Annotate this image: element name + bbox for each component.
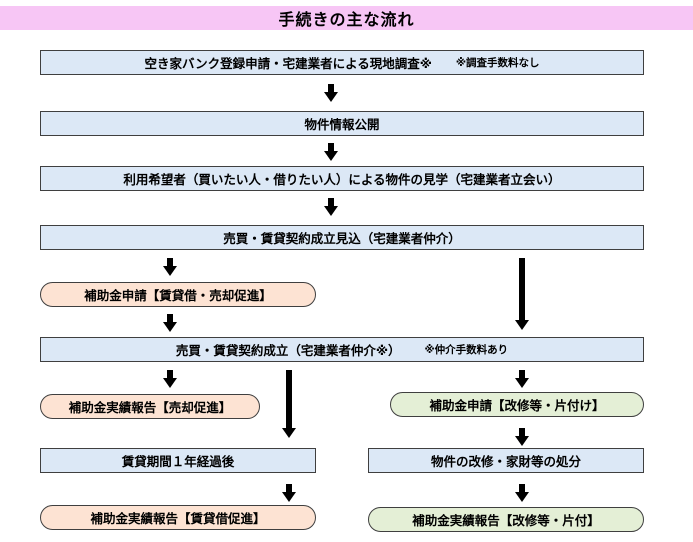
arrow-down-icon: [163, 314, 177, 332]
arrow-down-icon: [324, 143, 338, 161]
page-title: 手続きの主な流れ: [0, 6, 693, 30]
step-text: 売買・賃貸契約成立（宅建業者仲介※）: [175, 343, 401, 358]
long-arrow-down-icon: [282, 370, 296, 438]
arrow-down-icon: [324, 198, 338, 216]
step-text: 補助金申請【賃貸借・売却促進】: [84, 288, 272, 303]
step-subsidy-application-renovation: 補助金申請【改修等・片付け】: [390, 392, 644, 417]
step-contract-concluded: 売買・賃貸契約成立（宅建業者仲介※） ※仲介手数料あり: [40, 337, 644, 362]
step-text: 補助金実績報告【賃貸借促進】: [90, 511, 266, 526]
arrow-down-icon: [515, 370, 529, 388]
arrow-down-icon: [282, 484, 296, 502]
step-property-viewing: 利用希望者（買いたい人・借りたい人）による物件の見学（宅建業者立会い）: [40, 166, 644, 191]
step-vacant-house-bank-registration: 空き家バンク登録申請・宅建業者による現地調査※ ※調査手数料なし: [40, 50, 644, 75]
arrow-down-icon: [515, 428, 529, 446]
step-renovation-disposal: 物件の改修・家財等の処分: [368, 448, 644, 473]
step-text: 補助金申請【改修等・片付け】: [429, 398, 605, 413]
step-text: 賃貸期間１年経過後: [121, 454, 235, 469]
arrow-down-icon: [163, 258, 177, 276]
step-subsidy-report-rent: 補助金実績報告【賃貸借促進】: [40, 505, 316, 530]
step-text: 利用希望者（買いたい人・借りたい人）による物件の見学（宅建業者立会い）: [123, 172, 561, 187]
step-one-year-after-rental: 賃貸期間１年経過後: [40, 448, 316, 473]
step-text: 物件の改修・家財等の処分: [430, 454, 581, 469]
step-text: 補助金実績報告【売却促進】: [68, 400, 232, 415]
step-property-info-published: 物件情報公開: [40, 111, 644, 136]
arrow-down-icon: [163, 370, 177, 388]
step-text: 物件情報公開: [304, 117, 380, 132]
arrow-down-icon: [324, 84, 338, 102]
step-subsidy-application-rent-sale: 補助金申請【賃貸借・売却促進】: [40, 282, 316, 307]
step-text: 空き家バンク登録申請・宅建業者による現地調査※: [144, 56, 432, 71]
step-contract-prospect: 売買・賃貸契約成立見込（宅建業者仲介）: [40, 225, 644, 250]
step-subsidy-report-renovation: 補助金実績報告【改修等・片付】: [368, 507, 644, 532]
step-note: ※仲介手数料あり: [424, 344, 509, 356]
step-subsidy-report-sale: 補助金実績報告【売却促進】: [40, 394, 260, 419]
step-note: ※調査手数料なし: [455, 57, 540, 69]
step-text: 補助金実績報告【改修等・片付】: [412, 513, 600, 528]
arrow-down-icon: [515, 484, 529, 502]
long-arrow-down-icon: [515, 258, 529, 330]
step-text: 売買・賃貸契約成立見込（宅建業者仲介）: [223, 231, 461, 246]
